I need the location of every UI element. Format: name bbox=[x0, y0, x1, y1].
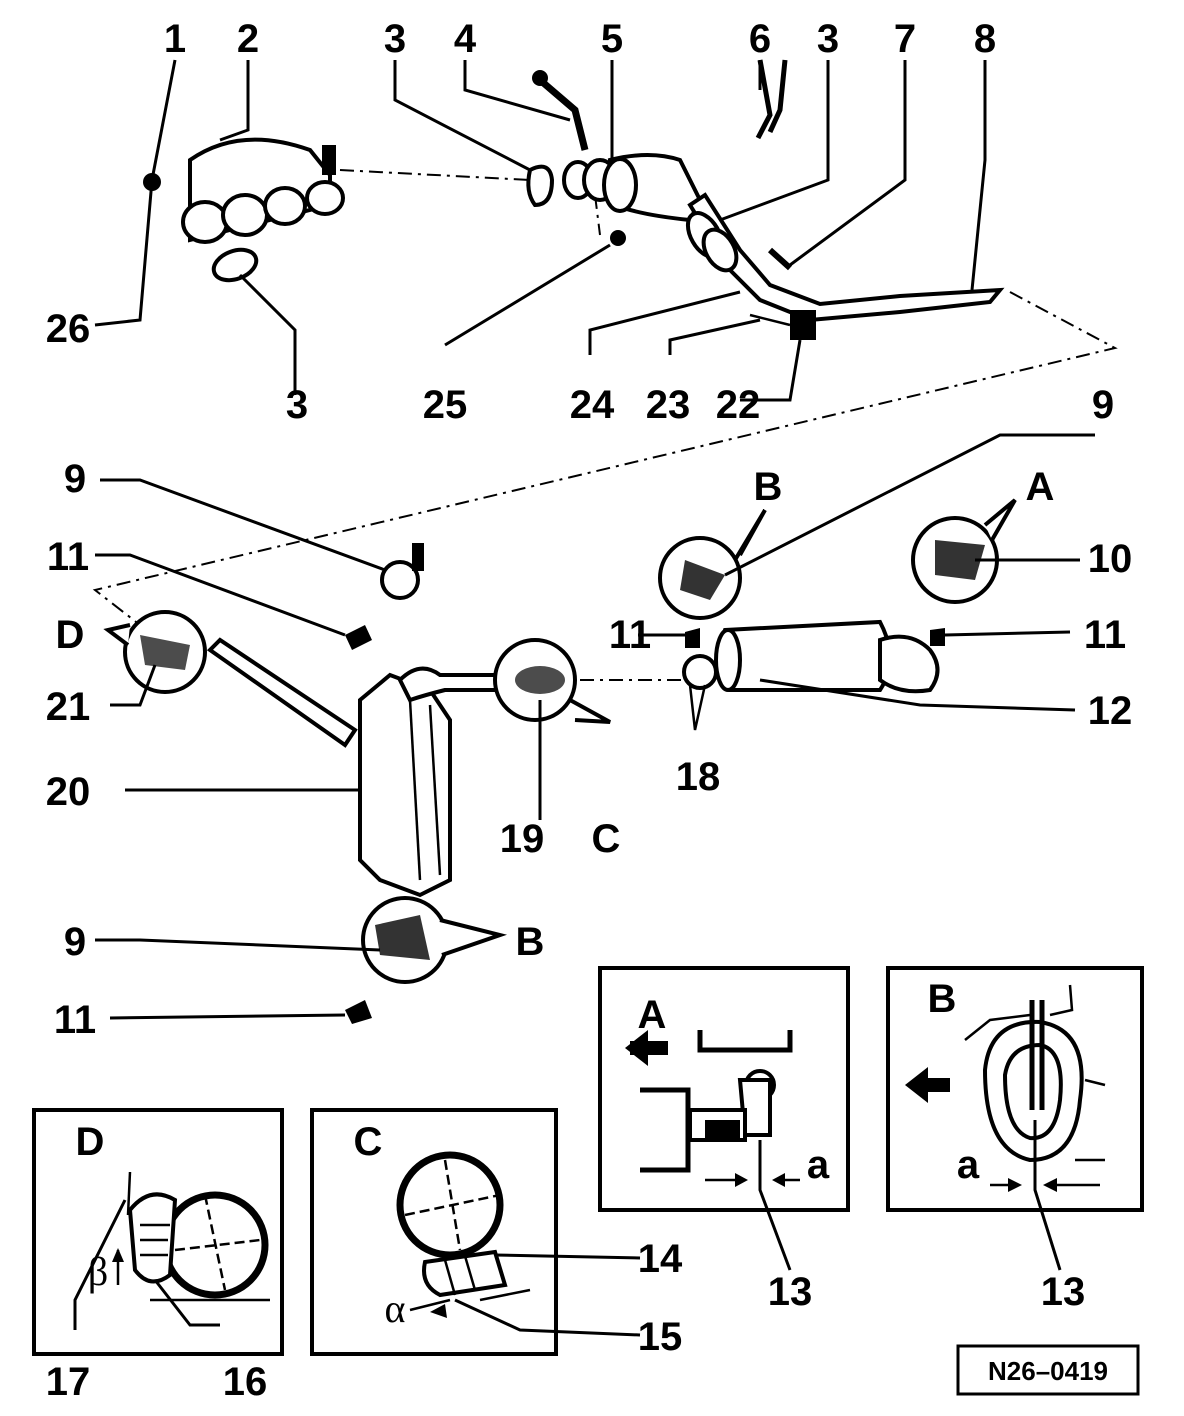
label-B: B bbox=[754, 465, 783, 509]
label-17: 17 bbox=[46, 1360, 91, 1404]
label-18: 18 bbox=[676, 755, 721, 799]
label-11: 11 bbox=[1084, 613, 1126, 657]
label-21: 21 bbox=[46, 685, 91, 729]
label-D: D bbox=[56, 613, 85, 657]
callout-bubble-B-front bbox=[658, 508, 767, 620]
label-C: C bbox=[592, 817, 621, 861]
inset-box-C bbox=[310, 1108, 641, 1356]
manifold-gasket bbox=[211, 247, 259, 283]
front-exhaust-pipe bbox=[685, 192, 1005, 340]
label-7: 7 bbox=[894, 17, 916, 61]
label-B: B bbox=[516, 920, 545, 964]
label-5: 5 bbox=[601, 17, 623, 61]
label-25: 25 bbox=[423, 383, 468, 427]
label-23: 23 bbox=[646, 383, 691, 427]
rear-silencer bbox=[206, 637, 502, 898]
mounting-ring-18 bbox=[682, 654, 718, 731]
callout-bubble-B-rear bbox=[361, 896, 508, 984]
inset-title-B: B bbox=[928, 977, 957, 1021]
label-9: 9 bbox=[64, 457, 86, 501]
front-silencer bbox=[714, 619, 940, 694]
small-hanger-9 bbox=[380, 543, 424, 600]
label-10: 10 bbox=[1088, 537, 1133, 581]
part-number-box bbox=[956, 1344, 1140, 1396]
bolts-11 bbox=[345, 625, 945, 1024]
label-3: 3 bbox=[817, 17, 839, 61]
label-beta: β bbox=[88, 1249, 108, 1294]
clamp-bracket bbox=[755, 59, 788, 140]
label-3: 3 bbox=[384, 17, 406, 61]
label-1: 1 bbox=[164, 17, 186, 61]
label-19: 19 bbox=[500, 817, 545, 861]
label-dimension-a: a bbox=[807, 1143, 830, 1187]
label-14: 14 bbox=[638, 1237, 683, 1281]
inset-box-D bbox=[32, 1108, 284, 1356]
label-15: 15 bbox=[638, 1315, 683, 1359]
label-24: 24 bbox=[570, 383, 615, 427]
leader-lines bbox=[94, 59, 1095, 1020]
inset-title-D: D bbox=[76, 1120, 105, 1164]
label-11: 11 bbox=[609, 613, 651, 657]
flange-gasket bbox=[526, 164, 555, 208]
label-dimension-a: a bbox=[957, 1143, 980, 1187]
nut-25 bbox=[610, 230, 626, 246]
callout-numbers: 1 2 3 4 5 6 3 7 8 26 3 25 24 23 22 9 9 B… bbox=[46, 17, 1133, 1404]
lambda-probe bbox=[532, 70, 589, 151]
label-9: 9 bbox=[64, 920, 86, 964]
label-4: 4 bbox=[454, 17, 477, 61]
label-22: 22 bbox=[716, 383, 761, 427]
label-11: 11 bbox=[47, 535, 89, 579]
label-alpha: α bbox=[385, 1286, 406, 1331]
part-number: N26–0419 bbox=[988, 1356, 1108, 1386]
label-11: 11 bbox=[54, 998, 96, 1042]
label-12: 12 bbox=[1088, 689, 1133, 733]
label-9: 9 bbox=[1092, 383, 1114, 427]
label-13: 13 bbox=[768, 1270, 813, 1314]
label-A: A bbox=[1026, 465, 1055, 509]
label-8: 8 bbox=[974, 17, 996, 61]
callout-bubble-D bbox=[103, 610, 207, 694]
label-16: 16 bbox=[223, 1360, 268, 1404]
label-26: 26 bbox=[46, 307, 91, 351]
label-2: 2 bbox=[237, 17, 259, 61]
label-3: 3 bbox=[286, 383, 308, 427]
inset-titles: A B C D bbox=[76, 977, 957, 1164]
label-13: 13 bbox=[1041, 1270, 1086, 1314]
assembly-guide-lines bbox=[92, 169, 1118, 681]
inset-title-C: C bbox=[354, 1120, 383, 1164]
label-20: 20 bbox=[46, 770, 91, 814]
exhaust-manifold bbox=[181, 137, 345, 244]
inset-title-A: A bbox=[638, 993, 667, 1037]
catalytic-converter bbox=[562, 153, 703, 223]
callout-bubble-C bbox=[493, 638, 611, 724]
callout-bubble-A bbox=[911, 498, 1017, 604]
inset-box-A bbox=[598, 966, 850, 1271]
inset-box-B bbox=[886, 966, 1144, 1271]
label-6: 6 bbox=[749, 17, 771, 61]
